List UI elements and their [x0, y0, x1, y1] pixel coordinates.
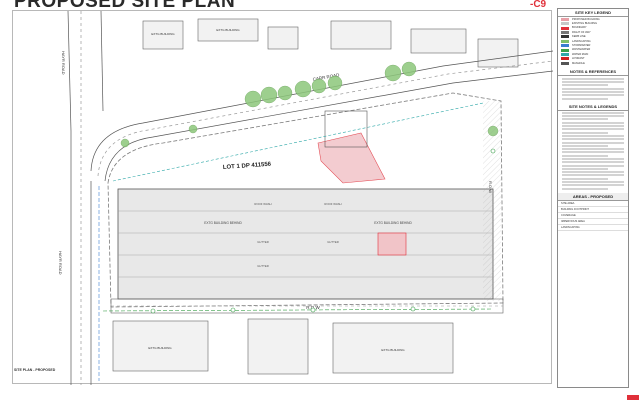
area-label: COVERAGE	[561, 213, 576, 217]
legend-key-title: SITE KEY LEGEND	[558, 9, 628, 17]
site-boundary	[107, 92, 504, 308]
legend-notes-title: NOTES & REFERENCES	[558, 68, 628, 77]
legend-swatch	[561, 39, 569, 43]
legend-key-row: LANDSCAPING	[558, 39, 628, 43]
proposed-canopy	[324, 110, 368, 148]
building-label-bottom-left: EXTG BUILDING	[148, 346, 172, 350]
legend-key-label: WASTEWATER	[572, 48, 591, 52]
legend-key-row: PROPOSED BUILDING	[558, 17, 628, 21]
legend-key-label: LANDSCAPING	[572, 39, 591, 43]
main-building	[117, 188, 494, 300]
legend-key-row: STORMWATER	[558, 43, 628, 48]
legend-swatch	[561, 22, 569, 26]
company-logo	[627, 395, 639, 400]
legend-swatch	[561, 61, 569, 65]
manholes	[150, 148, 496, 314]
legend-area-list: SITE AREA BUILDING FOOTPRINT COVERAGE IMPER…	[558, 201, 628, 231]
right-of-way	[110, 101, 504, 314]
legend-site-notes-title: SITE NOTES & LEGENDS	[558, 103, 628, 111]
building-label-bottom-right: EXTG BUILDING	[381, 348, 405, 352]
legend-swatch	[561, 30, 569, 34]
area-label: IMPERVIOUS AREA	[561, 219, 585, 223]
road-label-hayr-bottom: HAYR ROAD	[58, 251, 63, 275]
area-row: IMPERVIOUS AREA	[558, 219, 628, 225]
scale-note: SITE PLAN - PROPOSED	[14, 368, 56, 372]
road-label-hayr-top: HAYR ROAD	[61, 51, 66, 75]
lot-label: LOT 1 DP 411556	[223, 162, 272, 171]
legend-key-row: BOUNDARY	[558, 26, 628, 30]
legend-swatch	[561, 17, 569, 21]
main-building-label-2: EXTG BUILDING BEHIND	[374, 221, 412, 225]
legend-key-row: KERB LINE	[558, 35, 628, 39]
service-lines	[98, 102, 494, 381]
building-label-top-right: EXTG BUILDING	[216, 28, 240, 32]
main-building-label-1: EXTG BUILDING BEHIND	[204, 221, 242, 225]
site-plan-drawing: EXTG BUILDING EXTG BUILDING HAYR ROAD HA…	[12, 10, 554, 385]
roof-label-2: ROOF WASH	[324, 202, 341, 206]
building-label-top-left: EXTG BUILDING	[151, 32, 175, 36]
legend-key-row: EXISTING BUILDING	[558, 21, 628, 26]
roof-label-1: ROOF WASH	[254, 202, 271, 206]
legend-key-label: RIGHT OF WAY	[572, 30, 591, 34]
legend-key-label: STORMWATER	[572, 43, 591, 47]
legend-key-row: MANHOLE	[558, 61, 628, 65]
legend-key-row: WATER MAIN	[558, 52, 628, 56]
legend-swatch	[561, 57, 569, 61]
legend-key-label: MANHOLE	[572, 61, 585, 65]
proposed-building	[317, 132, 386, 184]
landscaping-trees	[120, 61, 499, 148]
legend-site-notes-text	[558, 111, 628, 190]
page-title: PROPOSED SITE PLAN	[14, 0, 236, 12]
legend-key-label: PROPOSED BUILDING	[572, 17, 600, 21]
legend-swatch	[561, 26, 569, 30]
legend-key-label: HYDRANT	[572, 57, 585, 61]
area-row: SITE AREA	[558, 201, 628, 207]
proposed-pad	[377, 232, 407, 256]
gutter-label-3: GUTTER	[257, 264, 269, 268]
road-label-carr: CARR ROAD	[312, 72, 340, 82]
site-plan-svg: EXTG BUILDING EXTG BUILDING HAYR ROAD HA…	[58, 10, 554, 385]
row-label-right: R.O.W	[488, 181, 493, 193]
legend-key-row: WASTEWATER	[558, 48, 628, 52]
area-row: LANDSCAPING	[558, 225, 628, 231]
legend-key-label: KERB LINE	[572, 35, 586, 39]
gutter-label-1: GUTTER	[257, 240, 269, 244]
legend-notes-text	[558, 77, 628, 100]
legend-swatch	[561, 44, 569, 48]
legend-areas-title: AREAS - PROPOSED	[558, 192, 628, 201]
legend-key-row: RIGHT OF WAY	[558, 30, 628, 34]
area-row: BUILDING FOOTPRINT	[558, 207, 628, 213]
legend-key-label: EXISTING BUILDING	[572, 21, 598, 25]
area-row: COVERAGE	[558, 213, 628, 219]
legend-key-label: BOUNDARY	[572, 26, 587, 30]
hayr-road	[67, 10, 104, 385]
roof-lines	[118, 210, 493, 278]
legend-key-label: WATER MAIN	[572, 52, 589, 56]
area-label: BUILDING FOOTPRINT	[561, 207, 589, 211]
existing-buildings-top	[142, 18, 519, 68]
row-label-bottom: R.O.W	[306, 305, 320, 310]
existing-buildings-bottom	[112, 318, 454, 375]
legend-swatch	[561, 35, 569, 39]
gutter-label-2: GUTTER	[327, 240, 339, 244]
legend-key-row: HYDRANT	[558, 57, 628, 61]
revision-badge: -C9	[530, 0, 547, 10]
legend-swatch	[561, 52, 569, 56]
area-label: LANDSCAPING	[561, 225, 580, 229]
legend-swatch	[561, 48, 569, 52]
area-label: SITE AREA	[561, 201, 575, 205]
